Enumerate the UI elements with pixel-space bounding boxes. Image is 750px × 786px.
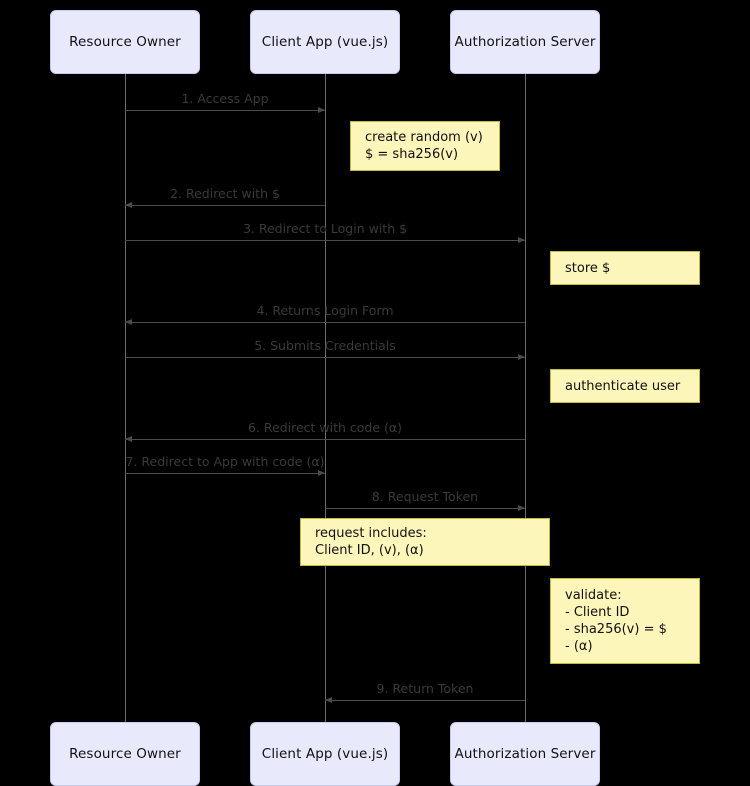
note-create-random: create random (v) $ = sha256(v) [350,121,500,171]
message-arrowhead-5 [518,354,525,360]
message-arrowhead-2 [125,202,132,208]
actor-box-resource-owner-top[interactable]: Resource Owner [50,10,200,74]
message-label-7: 7. Redirect to App with code (α) [125,454,325,469]
actor-box-authorization-server-top[interactable]: Authorization Server [450,10,600,74]
message-line-5 [125,357,525,358]
message-arrowhead-8 [518,505,525,511]
note-create-random-line-1: $ = sha256(v) [365,147,459,162]
note-validate: validate: - Client ID - sha256(v) = $ - (α) [550,578,700,664]
message-line-7 [125,473,325,474]
message-label-5: 5. Submits Credentials [254,338,396,353]
actor-label-resource-owner: Resource Owner [69,746,181,762]
note-validate-line-2: - sha256(v) = $ [565,622,667,637]
note-request-includes-line-1: Client ID, (v), (α) [315,543,424,558]
message-label-9: 9. Return Token [376,681,474,696]
note-validate-line-3: - (α) [565,639,593,654]
message-line-3 [125,240,525,241]
actor-label-resource-owner: Resource Owner [69,34,181,50]
message-label-4: 4. Returns Login Form [256,303,394,318]
actor-box-client-app-top[interactable]: Client App (vue.js) [250,10,400,74]
note-validate-line-0: validate: [565,588,622,603]
note-request-includes-line-0: request includes: [315,526,427,541]
message-label-1: 1. Access App [181,91,269,106]
note-validate-line-1: - Client ID [565,605,630,620]
lifeline-client-app [325,74,326,722]
actor-box-authorization-server-bottom[interactable]: Authorization Server [450,722,600,786]
actor-label-client-app: Client App (vue.js) [261,746,389,762]
actor-label-client-app: Client App (vue.js) [261,34,389,50]
actor-label-authorization-server: Authorization Server [454,34,596,50]
lifeline-authorization-server [525,74,526,722]
message-label-2: 2. Redirect with $ [170,186,280,201]
message-line-2 [125,205,325,206]
actor-box-resource-owner-bottom[interactable]: Resource Owner [50,722,200,786]
message-arrowhead-1 [318,107,325,113]
note-authenticate-user-line-0: authenticate user [565,378,681,394]
message-arrowhead-3 [518,237,525,243]
message-arrowhead-6 [125,436,132,442]
message-arrowhead-9 [325,697,332,703]
lifeline-resource-owner [125,74,126,722]
note-store-line-0: store $ [565,260,611,276]
message-line-1 [125,110,325,111]
note-authenticate-user: authenticate user [550,369,700,403]
note-store: store $ [550,251,700,285]
message-label-6: 6. Redirect with code (α) [247,420,403,435]
actor-label-authorization-server: Authorization Server [454,746,596,762]
message-line-9 [325,700,525,701]
message-label-8: 8. Request Token [371,489,479,504]
message-line-6 [125,439,525,440]
message-line-8 [325,508,525,509]
actor-box-client-app-bottom[interactable]: Client App (vue.js) [250,722,400,786]
message-line-4 [125,322,525,323]
message-label-3: 3. Redirect to Login with $ [242,221,408,236]
note-create-random-line-0: create random (v) [365,130,483,145]
message-arrowhead-4 [125,319,132,325]
message-arrowhead-7 [318,470,325,476]
note-request-includes: request includes: Client ID, (v), (α) [300,518,550,566]
